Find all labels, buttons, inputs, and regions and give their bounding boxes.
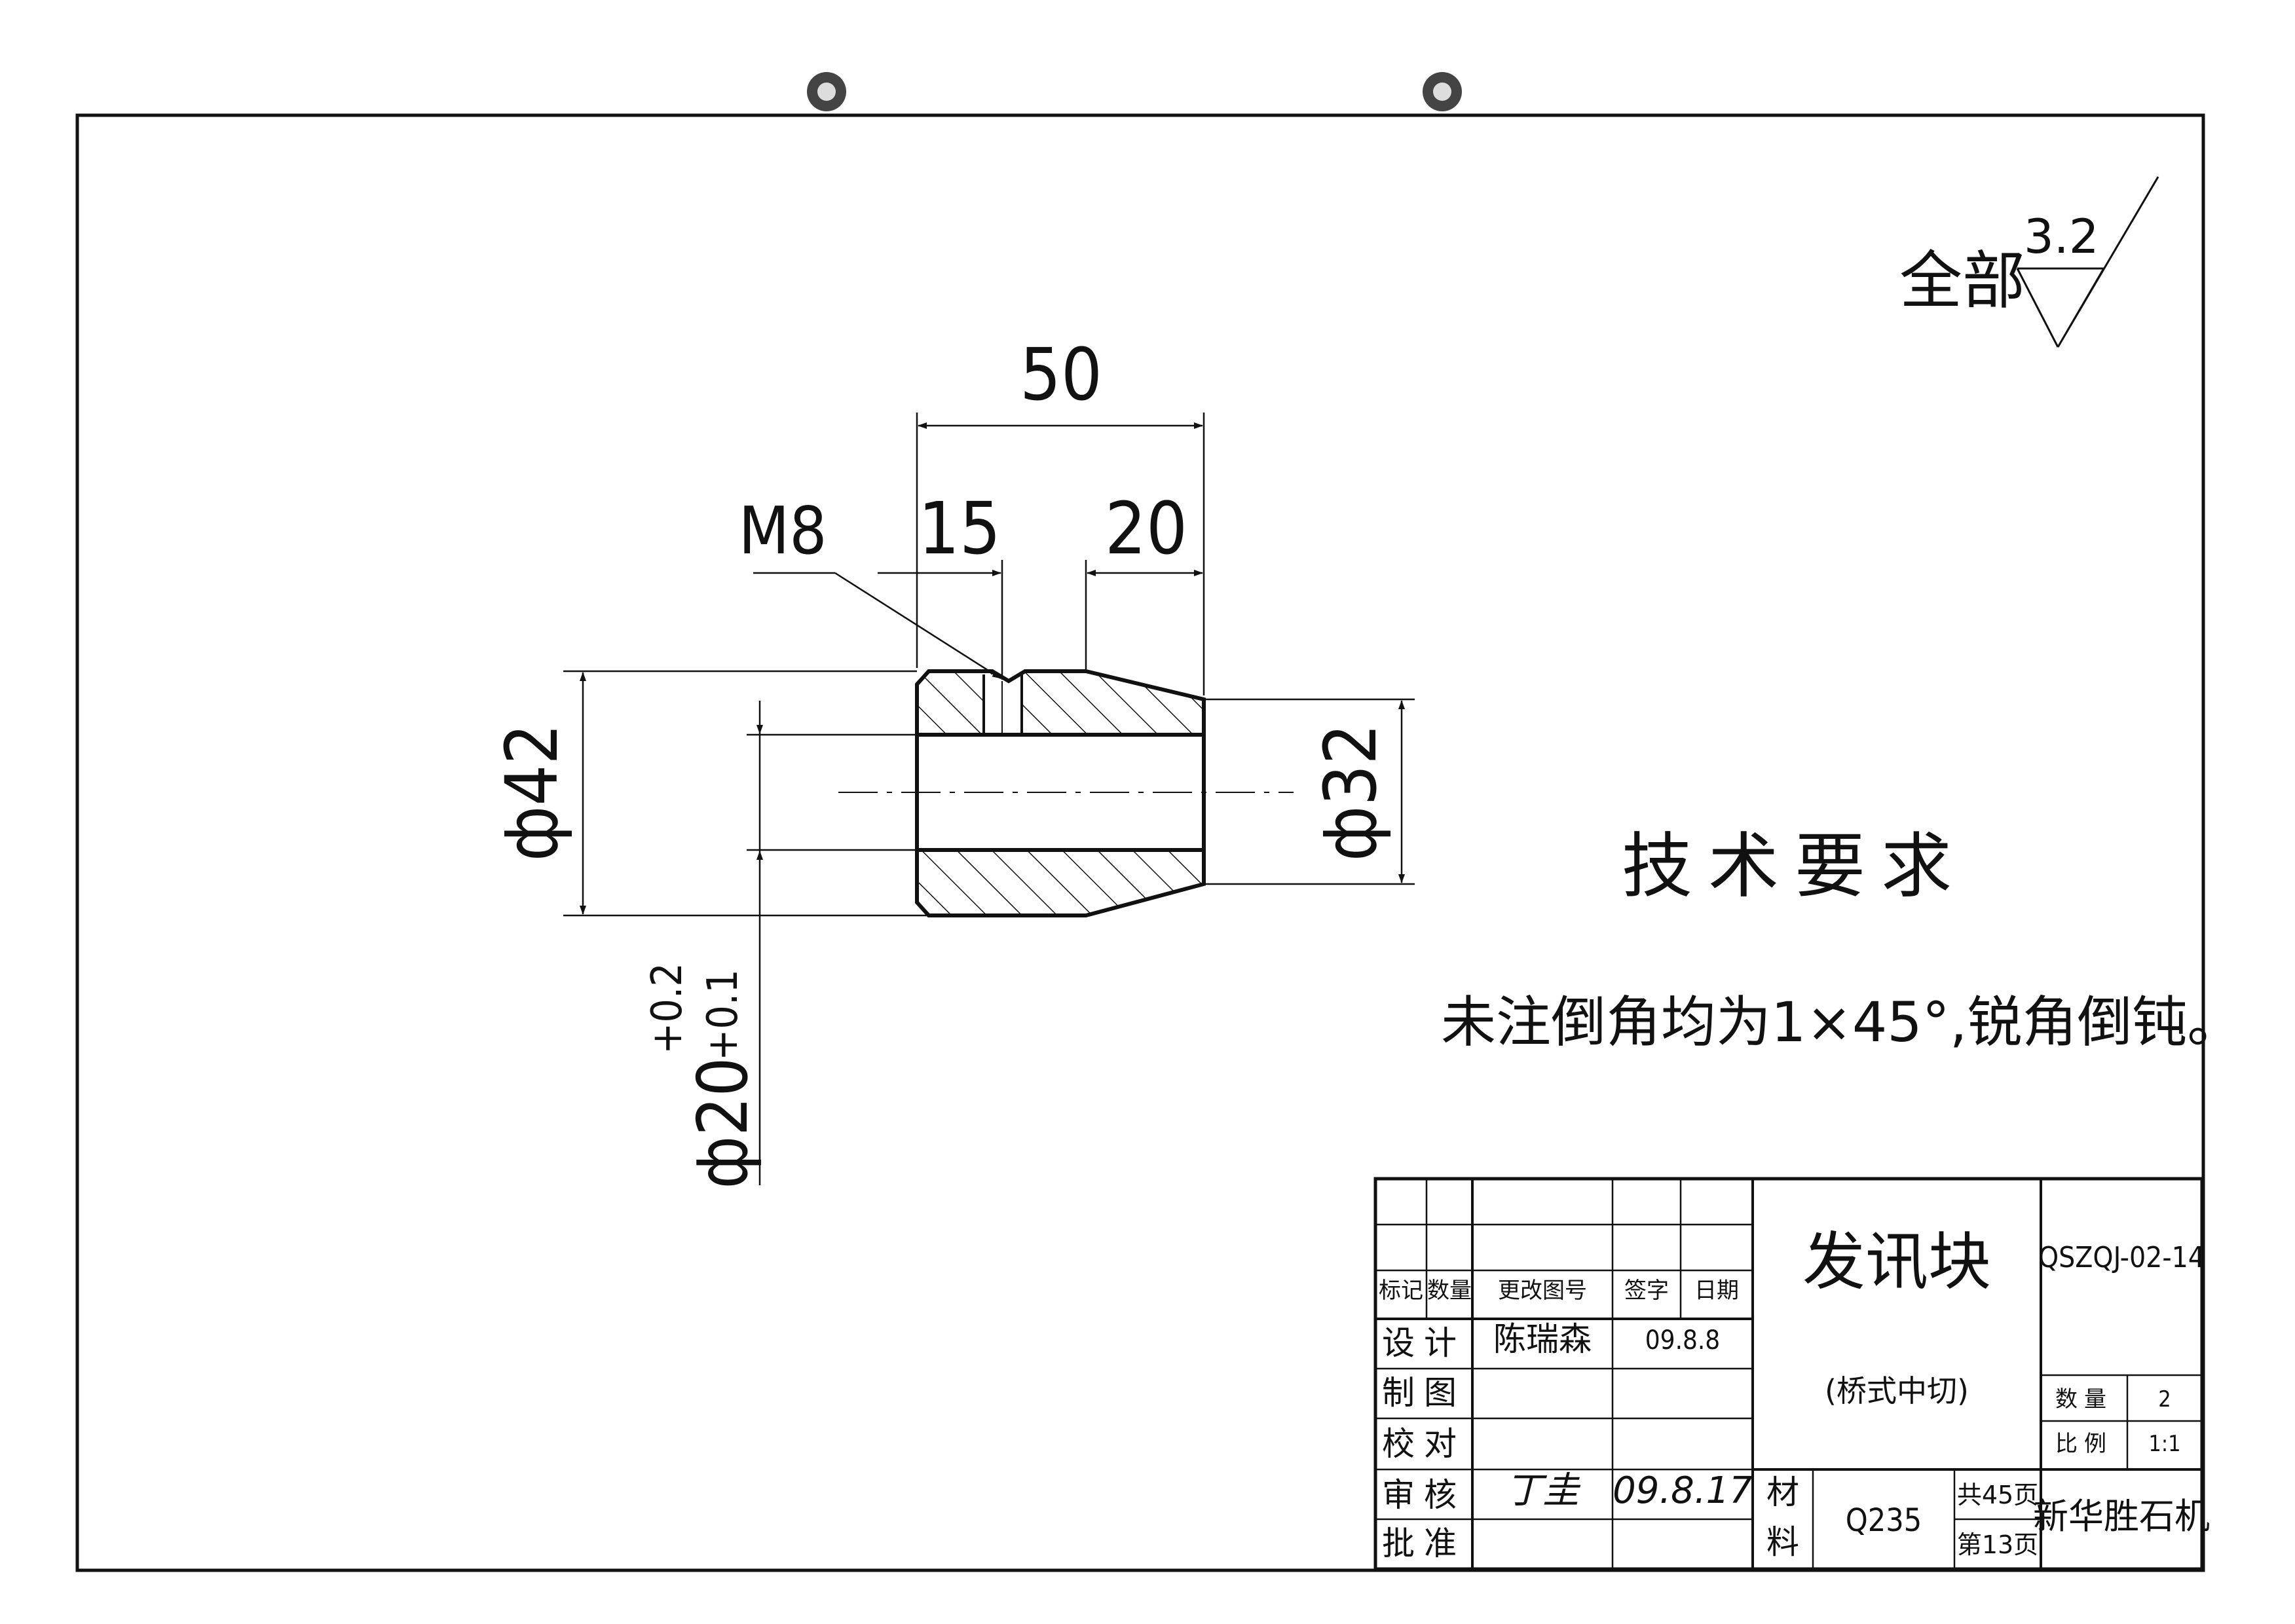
tb-head-sign: 签字 [1624,1278,1669,1304]
tb-head-mark: 标记 [1379,1278,1423,1304]
tb-material: Q235 [1846,1502,1922,1539]
tb-head-change: 更改图号 [1498,1278,1587,1304]
dim-overall-length: 50 [1020,333,1102,416]
tb-head-date: 日期 [1694,1278,1739,1304]
roughness-prefix: 全部 [1899,244,2025,318]
technical-requirements: 技术要求 未注倒角均为1×45°,锐角倒钝。 [1441,826,2242,1054]
dim-bore-tol-lower: +0.1 [699,969,747,1061]
tb-draw-label: 制图 [1382,1374,1466,1412]
tb-total-pages: 共45页 [1957,1481,2038,1509]
tech-title: 技术要求 [1622,826,1968,908]
tb-review-label: 审核 [1382,1476,1466,1514]
tb-approve-label: 批准 [1382,1524,1466,1562]
tb-company: 新华胜石机 [2033,1496,2210,1537]
dimension-labels: 50 M8 15 20 ф42 ф32 ф20 +0.2 +0.1 [490,333,1392,1189]
dim-bore-tol-upper: +0.2 [643,963,692,1054]
binder-holes [807,72,1462,111]
tb-part-sub: (桥式中切) [1825,1373,1969,1409]
dim-left-length: 15 [918,487,1001,570]
tb-designer: 陈瑞森 [1493,1320,1592,1358]
tb-scale-label: 比例 [2055,1431,2113,1457]
title-block [1373,1177,2204,1571]
title-block-text: 标记 数量 更改图号 签字 日期 设计 陈瑞森 09.8.8 制图 校对 审核 … [1379,1225,2210,1562]
tb-page-number: 第13页 [1957,1530,2038,1559]
tb-scale-value: 1:1 [2148,1431,2180,1457]
dim-bore-diameter: ф20 [683,1058,763,1189]
dim-right-length: 20 [1105,487,1187,570]
part-section-view [838,669,1294,917]
dim-thread-label: M8 [739,492,827,569]
tb-reviewer-signature: 丁圭 [1506,1469,1581,1512]
tb-review-date: 09.8.17 [1613,1469,1753,1512]
tb-qty-value: 2 [2158,1386,2171,1412]
tb-design-label: 设计 [1382,1324,1466,1362]
roughness-value: 3.2 [2024,209,2099,264]
tb-head-qty: 数量 [1427,1278,1472,1304]
tb-material-label-2: 料 [1766,1523,1799,1561]
tb-qty-label: 数量 [2055,1386,2113,1412]
tb-check-label: 校对 [1382,1425,1466,1463]
tb-part-name: 发讯块 [1802,1225,1991,1299]
dim-small-diameter: ф32 [1309,724,1392,862]
drawing-frame [75,113,2205,1572]
dimensions [563,413,1415,1185]
dim-outer-diameter: ф42 [490,724,574,862]
roughness-symbol: 全部 3.2 [1899,176,2159,348]
tb-drawing-number: QSZQJ-02-14 [2038,1241,2205,1274]
tech-note: 未注倒角均为1×45°,锐角倒钝。 [1441,990,2242,1054]
tb-material-label-1: 材 [1766,1473,1799,1511]
tb-design-date: 09.8.8 [1645,1325,1720,1356]
